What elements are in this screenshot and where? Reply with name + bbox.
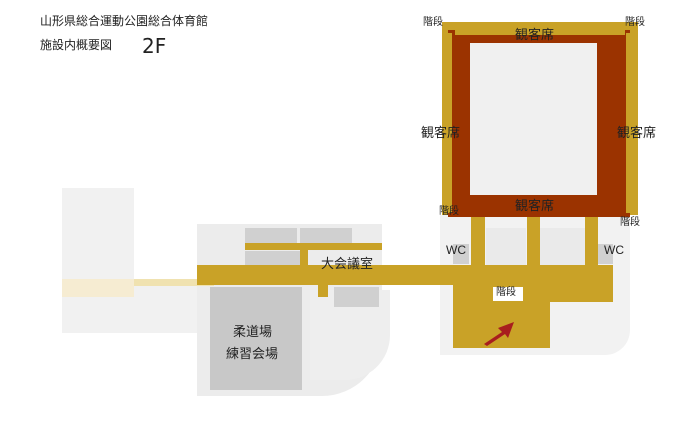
room-block: [334, 287, 379, 307]
stairs-center-label: 階段: [496, 287, 516, 298]
stairs-bottom-right-label: 階段: [620, 217, 640, 228]
seats-bottom-label: 観客席: [515, 199, 555, 214]
map-title: 施設内概要図: [40, 38, 113, 52]
wc-right-label: WC: [604, 243, 624, 257]
room-block: [300, 228, 352, 244]
arena-walkway-top: [455, 30, 625, 35]
judo-hall-room: [210, 287, 302, 390]
practice-hall-label: 練習会場: [226, 347, 279, 362]
corridor-west: [134, 279, 214, 286]
seats-top-label: 観客席: [515, 28, 555, 43]
conference-room-label: 大会議室: [321, 257, 374, 272]
wc-left-label: WC: [446, 243, 466, 257]
landing-area: [453, 302, 550, 348]
floor-label: 2F: [142, 34, 167, 58]
arena-floor: [470, 43, 597, 195]
arena-walkway-right: [626, 33, 630, 213]
arrow-icon: [484, 322, 514, 346]
room-block: [453, 244, 469, 264]
room-block: [245, 228, 297, 244]
corridor-west-faded: [62, 279, 134, 297]
corridor-vertical: [585, 214, 598, 266]
corridor-main: [197, 265, 613, 285]
room-block: [597, 244, 613, 264]
facility-name: 山形県総合運動公園総合体育館: [40, 14, 209, 28]
corridor-east-lower: [453, 285, 613, 302]
corridor-link: [318, 285, 328, 297]
stairs-top-left-label: 階段: [423, 17, 443, 28]
arena-walkway-left: [448, 33, 452, 213]
stairs-top-right-label: 階段: [625, 17, 645, 28]
seats-right-label: 観客席: [617, 126, 657, 141]
corridor-connector: [300, 243, 308, 273]
seats-left-label: 観客席: [421, 126, 461, 141]
corridor-upper: [245, 243, 382, 250]
room-block: [486, 228, 526, 268]
stairs-bottom-left-label: 階段: [439, 206, 459, 217]
corridor-vertical: [527, 214, 540, 266]
room-block: [540, 228, 585, 268]
corridor-vertical: [471, 214, 485, 266]
judo-hall-label: 柔道場: [233, 325, 273, 340]
stairs-center-box: [493, 287, 523, 301]
